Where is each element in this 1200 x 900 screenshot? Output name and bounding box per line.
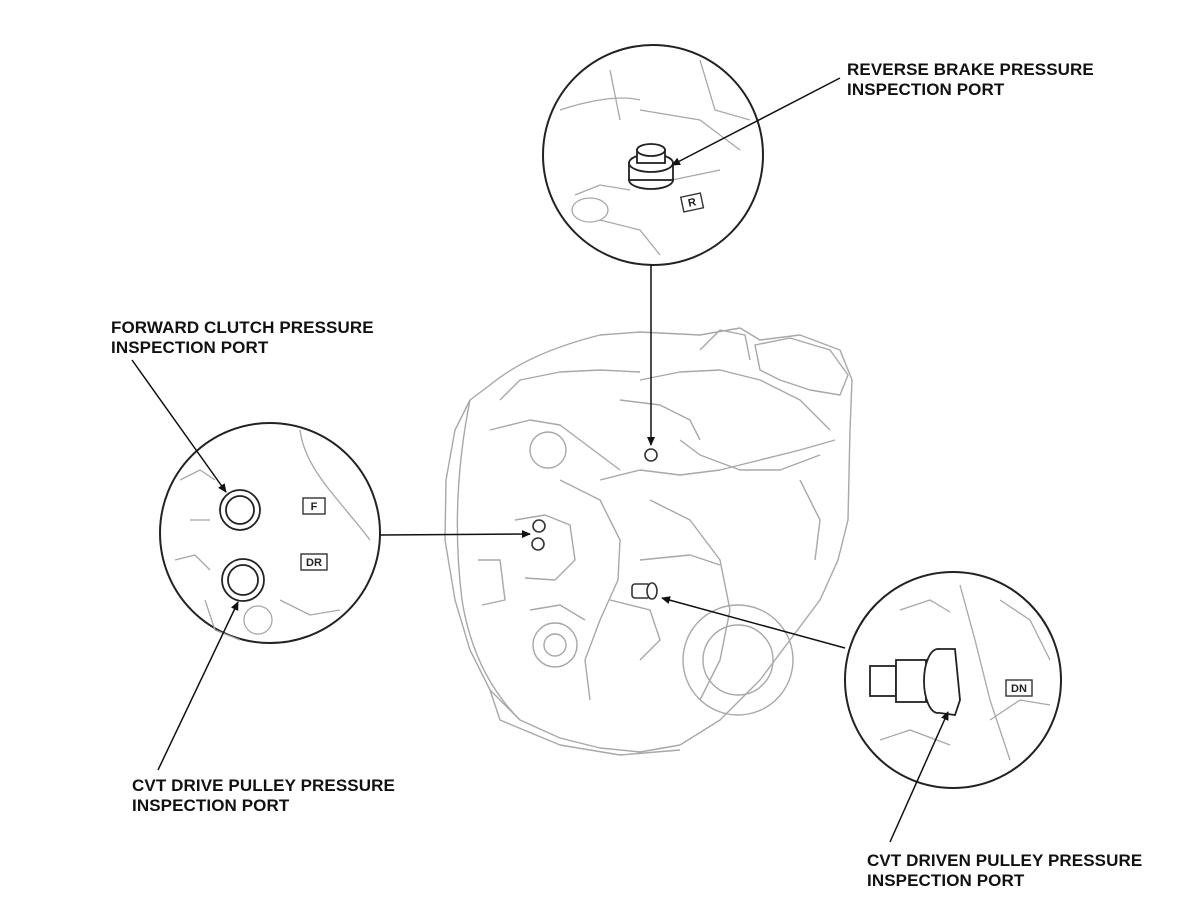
cvt-driven-pulley-callout-line2: INSPECTION PORT [867,871,1025,890]
cvt-driven-pulley-callout: CVT DRIVEN PULLEY PRESSURE INSPECTION PO… [867,851,1142,891]
forward-clutch-callout-line2: INSPECTION PORT [111,338,269,357]
cvt-driven-pulley-callout-line1: CVT DRIVEN PULLEY PRESSURE [867,851,1143,870]
svg-text:R: R [687,196,697,209]
forward-clutch-leader [131,359,227,493]
svg-text:F: F [311,501,318,513]
cvt-drive-plug-icon [221,558,265,602]
leader-lines [131,77,949,843]
cvt-driven-port-marker [631,582,658,600]
drive-tag-icon: DR [300,553,328,571]
forward-drive-detail-circle: F DR [159,422,381,644]
driven-tag-icon: DN [1005,679,1033,697]
cvt-drive-pulley-callout: CVT DRIVE PULLEY PRESSURE INSPECTION POR… [132,776,395,816]
reverse-brake-callout-line1: REVERSE BRAKE PRESSURE [847,60,1094,79]
forward-clutch-port-marker [532,519,546,533]
transmission-housing [444,327,853,756]
housing-ports [531,448,658,600]
cvt-drive-leader [157,601,239,771]
cvt-drive-port-marker [531,537,545,551]
cvt-driven-leader [889,711,949,843]
reverse-brake-callout: REVERSE BRAKE PRESSURE INSPECTION PORT [847,60,1094,100]
forward-clutch-callout-line1: FORWARD CLUTCH PRESSURE [111,318,374,337]
forward-drive-connector [379,530,531,539]
cvt-drive-pulley-callout-line1: CVT DRIVE PULLEY PRESSURE [132,776,395,795]
reverse-brake-detail-circle: R [542,44,764,266]
svg-text:DR: DR [306,557,322,569]
reverse-tag-icon: R [679,192,705,213]
svg-text:DN: DN [1011,683,1027,695]
reverse-brake-plug-icon [628,143,674,190]
cvt-drive-pulley-callout-line2: INSPECTION PORT [132,796,290,815]
forward-clutch-plug-icon [219,489,261,531]
reverse-brake-port-marker [644,448,658,462]
cvt-driven-sensor-icon [869,648,961,716]
driven-detail-circle: DN [844,571,1062,789]
reverse-brake-callout-line2: INSPECTION PORT [847,80,1005,99]
reverse-brake-leader [671,77,841,166]
forward-clutch-callout: FORWARD CLUTCH PRESSURE INSPECTION PORT [111,318,374,358]
cvt-driven-connector [661,596,846,649]
forward-tag-icon: F [302,497,326,515]
